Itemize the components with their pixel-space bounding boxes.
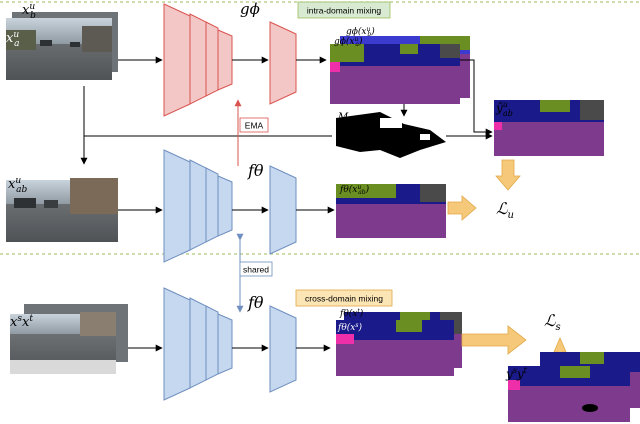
ema-box: [239, 117, 269, 133]
mix-mask: [336, 112, 446, 158]
photo-xa-xb: [6, 12, 118, 80]
photo-x-ab: [6, 178, 118, 242]
shared-box: [239, 261, 273, 277]
label-f-theta-top: fθ: [247, 161, 264, 180]
label-f-theta-bottom: fθ: [247, 293, 264, 312]
student-network-bottom: [163, 287, 297, 401]
teacher-seg-map-front: [330, 44, 460, 104]
label-f-xt: fθ(xt): [339, 308, 364, 319]
label-f-xs: fθ(xs): [337, 322, 362, 333]
student-network-top: [163, 149, 297, 263]
student-pred-xs: [336, 320, 454, 376]
label-loss-u: ℒu: [496, 199, 514, 221]
cross-domain-mixing-label: cross-domain mixing: [305, 294, 383, 304]
ground-truth-ys: [508, 366, 630, 422]
teacher-network: [163, 3, 297, 117]
intra-domain-mixing-label: intra-domain mixing: [307, 6, 381, 16]
label-xs-xt: xsxt: [10, 314, 33, 330]
student-pred-xab: [336, 184, 446, 238]
intra-domain-mixing-box: [297, 1, 391, 19]
label-g-phi: gϕ: [240, 0, 260, 18]
label-mask-m: M: [337, 112, 349, 123]
photo-xs-xt: [10, 304, 128, 374]
label-loss-s: ℒs: [544, 311, 561, 333]
cross-domain-mixing-box: [295, 289, 393, 307]
shared-label: shared: [243, 265, 269, 275]
label-ys-yt: ysyt: [505, 366, 528, 381]
ema-label: EMA: [245, 121, 264, 131]
mixed-pseudo-label: [494, 100, 604, 156]
